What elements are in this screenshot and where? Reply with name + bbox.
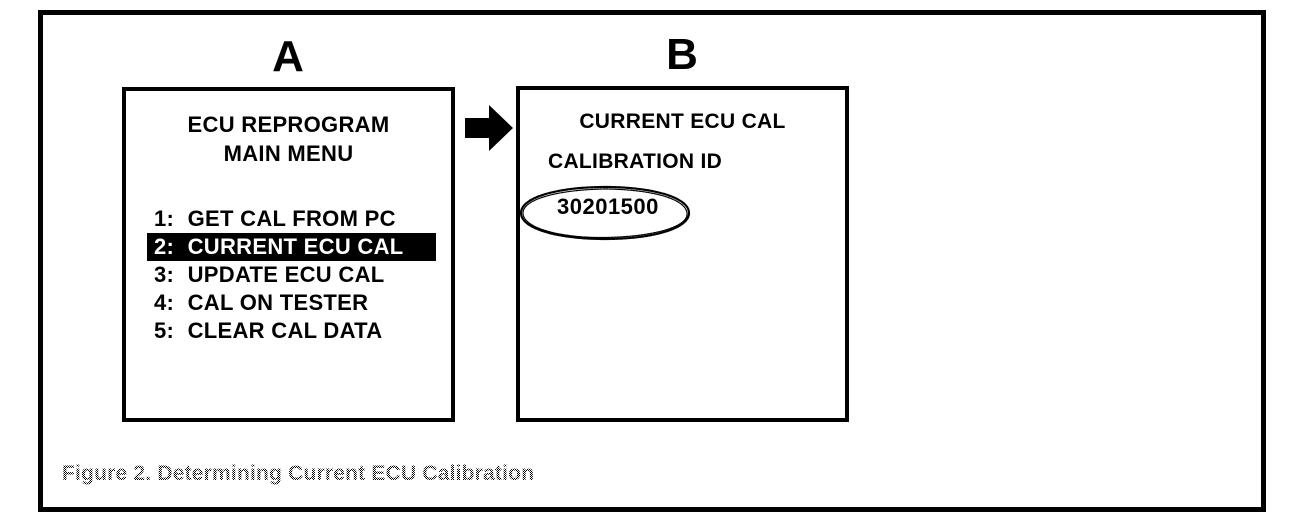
right-arrow-icon <box>465 105 513 151</box>
menu-item-label: UPDATE ECU CAL <box>187 262 385 287</box>
panel-a-menu-list: 1: GET CAL FROM PC 2: CURRENT ECU CAL 3:… <box>126 205 451 345</box>
menu-item-key: 5: <box>154 318 175 343</box>
menu-item-key: 3: <box>154 262 175 287</box>
figure-caption: Figure 2. Determining Current ECU Calibr… <box>59 460 537 488</box>
panel-b-heading: CURRENT ECU CAL <box>579 110 786 133</box>
panel-a-screen: ECU REPROGRAM MAIN MENU 1: GET CAL FROM … <box>122 87 455 422</box>
calibration-id-value: 30201500 <box>557 194 659 219</box>
menu-item-cal-on-tester[interactable]: 4: CAL ON TESTER <box>126 289 451 317</box>
menu-item-label: GET CAL FROM PC <box>187 206 396 231</box>
panel-b-subheading: CALIBRATION ID <box>548 150 723 173</box>
menu-item-key: 4: <box>154 290 175 315</box>
panel-b-screen: CURRENT ECU CAL CALIBRATION ID 30201500 <box>516 86 849 422</box>
menu-item-get-cal-from-pc[interactable]: 1: GET CAL FROM PC <box>126 205 451 233</box>
panel-a-title-line-2: MAIN MENU <box>223 141 354 167</box>
menu-item-key: 1: <box>154 206 175 231</box>
panel-a-letter-label: A <box>272 32 304 81</box>
menu-item-update-ecu-cal[interactable]: 3: UPDATE ECU CAL <box>126 261 451 289</box>
menu-item-clear-cal-data[interactable]: 5: CLEAR CAL DATA <box>126 317 451 345</box>
menu-item-key: 2: <box>154 234 175 259</box>
figure-caption-text: Figure 2. Determining Current ECU Calibr… <box>59 460 537 488</box>
menu-item-label: CAL ON TESTER <box>187 290 369 315</box>
menu-item-current-ecu-cal[interactable]: 2: CURRENT ECU CAL <box>147 233 436 261</box>
menu-item-label: CLEAR CAL DATA <box>187 318 383 343</box>
panel-b-letter-label: B <box>666 30 698 79</box>
menu-item-label: CURRENT ECU CAL <box>187 234 404 259</box>
panel-a-title-line-1: ECU REPROGRAM <box>187 112 390 137</box>
panel-a-title: ECU REPROGRAM MAIN MENU <box>126 110 451 169</box>
